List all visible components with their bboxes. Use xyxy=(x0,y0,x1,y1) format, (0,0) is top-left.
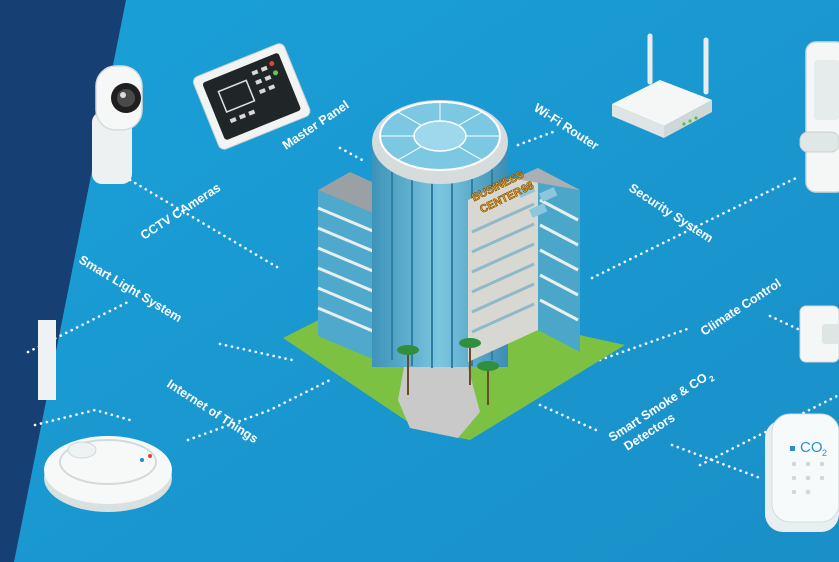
cctv-camera-icon xyxy=(92,65,143,184)
co2-sensor-subscript: 2 xyxy=(822,448,827,458)
connector-smart-light-right xyxy=(218,342,294,362)
connector-master-panel xyxy=(338,146,368,164)
right-tower-face xyxy=(468,168,538,362)
connector-lines xyxy=(26,130,839,480)
co2-sensor-icon: CO 2 xyxy=(765,413,839,532)
label-smart-smoke-subscript: 2 xyxy=(708,374,717,384)
connector-climate-right xyxy=(768,314,802,332)
thermostat-icon xyxy=(799,305,839,363)
walkway xyxy=(398,345,480,438)
left-tower-glass xyxy=(318,190,380,362)
rooftop-unit xyxy=(529,203,548,218)
wifi-router-icon xyxy=(612,33,712,138)
connector-iot-left xyxy=(33,408,132,427)
co2-sensor-text: CO xyxy=(800,439,823,456)
left-tower-bands xyxy=(317,206,381,336)
right-tower-glass-bands xyxy=(539,198,579,322)
master-panel-icon xyxy=(192,43,311,150)
robot-vacuum-icon xyxy=(44,436,172,512)
sign-number: 98 xyxy=(519,180,535,196)
right-tower-windows xyxy=(471,202,535,334)
palm-trees xyxy=(397,338,499,405)
connector-security xyxy=(590,176,798,280)
smart-lock-icon xyxy=(799,41,839,193)
cylinder-cap-center xyxy=(413,120,467,152)
right-tower-roof xyxy=(468,168,580,200)
connector-smoke-right xyxy=(670,443,762,480)
rooftop-unit xyxy=(539,187,558,202)
rooftop-unit xyxy=(517,183,536,198)
light-fixture-icon xyxy=(38,320,56,400)
connector-wifi xyxy=(516,130,555,147)
connector-cctv xyxy=(128,178,284,272)
connector-climate-left xyxy=(598,326,692,362)
business-center-building: BUSINESS CENTER 98 xyxy=(283,100,625,440)
connector-smoke-left xyxy=(538,403,598,432)
